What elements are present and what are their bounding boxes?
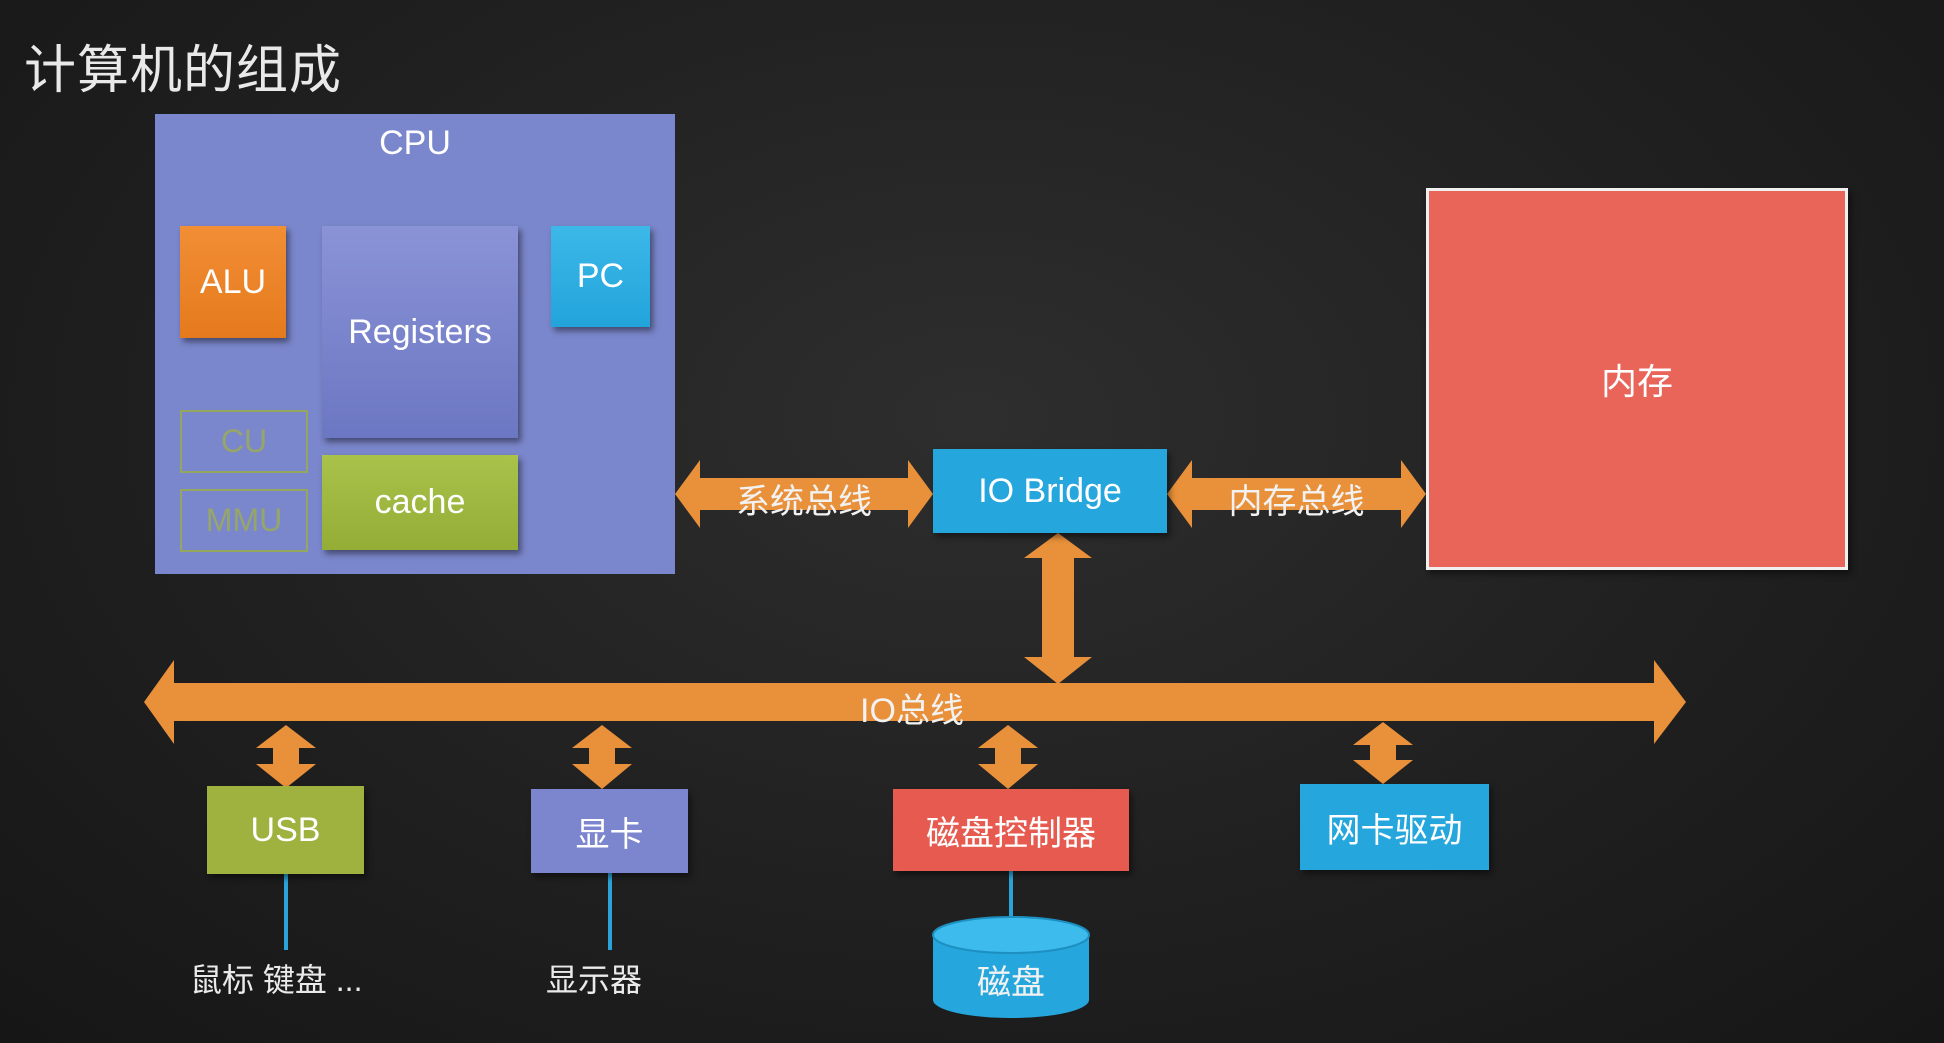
cache-box: cache bbox=[322, 455, 518, 550]
pc-box: PC bbox=[551, 226, 650, 327]
disk-label: 磁盘 bbox=[977, 964, 1045, 1002]
registers-box: Registers bbox=[322, 226, 518, 438]
nic-bus-arrow bbox=[1353, 722, 1413, 784]
alu-box: ALU bbox=[180, 226, 286, 338]
usb-bus-arrow bbox=[256, 725, 316, 788]
mmu-box: MMU bbox=[180, 489, 308, 552]
usb-peripherals-label: 鼠标 键盘 ... bbox=[190, 962, 363, 998]
usb-box: USB bbox=[207, 786, 364, 874]
system-bus-label: 系统总线 bbox=[736, 483, 872, 521]
cpu-label: CPU bbox=[379, 124, 451, 162]
gpu-bus-arrow bbox=[572, 725, 632, 789]
cu-box: CU bbox=[180, 410, 308, 473]
io-bridge-box: IO Bridge bbox=[933, 449, 1167, 533]
memory-bus-label: 内存总线 bbox=[1228, 483, 1365, 521]
io-bus-label: IO总线 bbox=[860, 692, 964, 730]
disk-controller-box: 磁盘控制器 bbox=[893, 789, 1129, 871]
memory-box: 内存 bbox=[1426, 188, 1848, 570]
gpu-peripherals-label: 显示器 bbox=[546, 962, 643, 998]
gpu-box: 显卡 bbox=[531, 789, 688, 873]
disk-cylinder bbox=[932, 916, 1090, 1018]
page-title: 计算机的组成 bbox=[24, 42, 343, 100]
system-bus-arrow bbox=[675, 460, 933, 528]
nic-box: 网卡驱动 bbox=[1300, 784, 1489, 870]
io-bus-arrow bbox=[144, 660, 1686, 744]
memory-bus-arrow bbox=[1167, 460, 1426, 528]
bridge-io-arrow bbox=[1024, 533, 1092, 684]
disk-controller-bus-arrow bbox=[978, 725, 1038, 789]
